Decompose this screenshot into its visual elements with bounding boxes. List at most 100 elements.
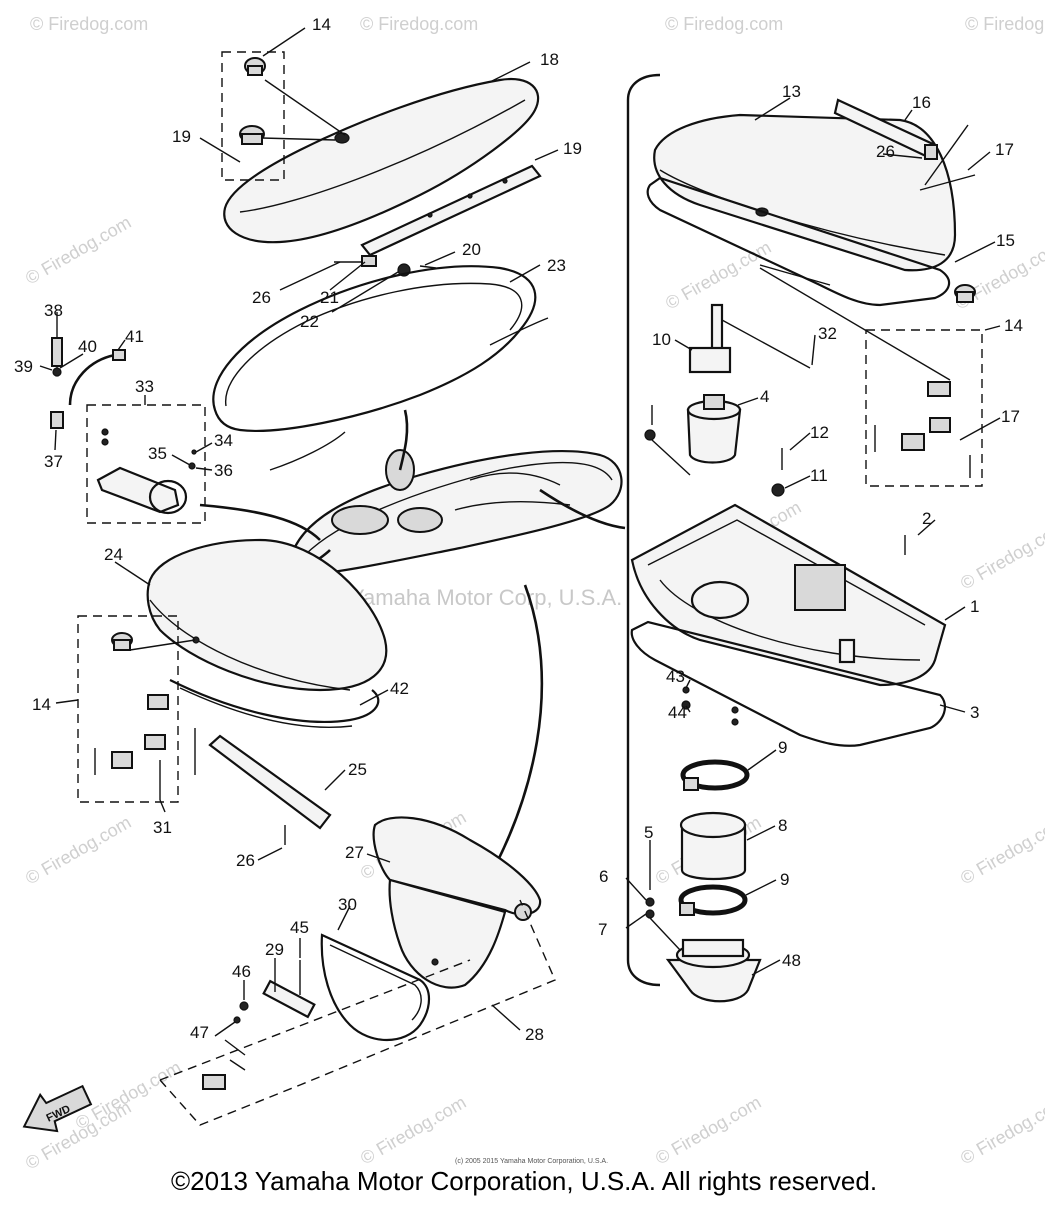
washer-46 bbox=[239, 1001, 249, 1011]
callout-label: 38 bbox=[44, 301, 63, 320]
glovebox-27 bbox=[388, 878, 507, 989]
assembly-box-14 bbox=[221, 51, 285, 181]
callout-label: 35 bbox=[148, 444, 167, 463]
cable bbox=[398, 409, 409, 471]
washer-6 bbox=[645, 897, 655, 907]
vent-hose-41 bbox=[50, 325, 126, 429]
cable bbox=[539, 488, 626, 530]
callout-label: 14 bbox=[312, 15, 331, 34]
watermark: © Firedog.com bbox=[357, 1092, 469, 1168]
boat-hull bbox=[287, 449, 623, 577]
callout-label: 28 bbox=[525, 1025, 544, 1044]
watermark: © Firedog.com bbox=[957, 517, 1045, 593]
clamp-11 bbox=[771, 483, 785, 497]
callout-label: 29 bbox=[265, 940, 284, 959]
callout-label: 48 bbox=[782, 951, 801, 970]
callout-label: 6 bbox=[599, 867, 608, 886]
seal-30 bbox=[320, 933, 431, 1042]
hinge-nut-21 bbox=[361, 255, 377, 267]
callout-label: 7 bbox=[598, 920, 607, 939]
callout-label: 12 bbox=[810, 423, 829, 442]
nut-7 bbox=[645, 909, 655, 919]
callout-label: 17 bbox=[995, 140, 1014, 159]
group-bracket bbox=[626, 73, 661, 987]
watermark: © Firedog.com bbox=[30, 14, 148, 34]
callout-label: 14 bbox=[32, 695, 51, 714]
assembly-box-14 bbox=[865, 329, 983, 487]
callout-label: 32 bbox=[818, 324, 837, 343]
callout-label: 11 bbox=[810, 466, 828, 485]
watermark: © Firedog.com bbox=[965, 14, 1045, 34]
callout-label: 40 bbox=[78, 337, 97, 356]
callout-label: 21 bbox=[320, 288, 339, 307]
callout-label: 46 bbox=[232, 962, 251, 981]
callout-label: 16 bbox=[912, 93, 931, 112]
nut-47 bbox=[233, 1016, 241, 1024]
callout-label: 3 bbox=[970, 703, 979, 722]
copyright-notice: ©2013 Yamaha Motor Corporation, U.S.A. A… bbox=[171, 1166, 877, 1196]
callout-label: 24 bbox=[104, 545, 123, 564]
fitting-48 bbox=[665, 938, 762, 1003]
callout-label: 42 bbox=[390, 679, 409, 698]
callout-layer: 14 18 19 19 20 26 21 22 23 38 40 41 39 3… bbox=[14, 15, 1023, 1044]
callout-label: 44 bbox=[668, 703, 687, 722]
callout-label: 27 bbox=[345, 843, 364, 862]
grommet-19 bbox=[239, 125, 265, 145]
watermark: © Firedog.com bbox=[652, 1092, 764, 1168]
small-notice: (c) 2005 2015 Yamaha Motor Corporation, … bbox=[455, 1158, 608, 1165]
post-10 bbox=[688, 303, 811, 374]
callout-label: 45 bbox=[290, 918, 309, 937]
glovebox-lid-27 bbox=[372, 816, 542, 916]
hose-clamp-9 bbox=[678, 884, 748, 916]
latch-part bbox=[929, 417, 951, 433]
hose-sleeve-8 bbox=[679, 811, 747, 881]
latch-part bbox=[147, 694, 169, 710]
callout-label: 10 bbox=[652, 330, 671, 349]
callout-label: 22 bbox=[300, 312, 319, 331]
callout-label: 30 bbox=[338, 895, 357, 914]
callout-label: 15 bbox=[996, 231, 1015, 250]
callout-label: 43 bbox=[666, 667, 685, 686]
watermark: © Firedog.com bbox=[22, 212, 134, 288]
callout-label: 18 bbox=[540, 50, 559, 69]
seal-42 bbox=[169, 679, 380, 723]
watermark: © Firedog.com bbox=[360, 14, 478, 34]
assembly-box-28 bbox=[159, 899, 556, 1126]
watermark: © Firedog.com bbox=[665, 14, 783, 34]
callout-label: 31 bbox=[153, 818, 172, 837]
callout-label: 25 bbox=[348, 760, 367, 779]
callout-label: 2 bbox=[922, 509, 931, 528]
watermark: © Firedog.com bbox=[22, 812, 134, 888]
gasket-15 bbox=[646, 176, 951, 307]
cap-4 bbox=[686, 394, 742, 464]
hatch-cover-18 bbox=[223, 77, 540, 244]
watermark: © Firedog.com bbox=[957, 812, 1045, 888]
callout-label: 26 bbox=[876, 142, 895, 161]
callout-label: 9 bbox=[780, 870, 789, 889]
knob bbox=[514, 903, 532, 921]
callout-label: 26 bbox=[252, 288, 271, 307]
callout-label: 19 bbox=[172, 127, 191, 146]
clip bbox=[644, 429, 656, 441]
callout-label: 17 bbox=[1001, 407, 1020, 426]
grommet-14 bbox=[244, 57, 266, 76]
callout-label: 39 bbox=[14, 357, 33, 376]
callout-label: 47 bbox=[190, 1023, 209, 1042]
hose-clamp-9 bbox=[680, 759, 750, 791]
seal-23 bbox=[212, 265, 549, 471]
grommet-15 bbox=[954, 284, 976, 303]
storage-box-1 bbox=[630, 503, 947, 687]
latch-part bbox=[901, 433, 925, 451]
callout-label: 14 bbox=[1004, 316, 1023, 335]
bracket-33 bbox=[96, 428, 197, 515]
callout-label: 9 bbox=[778, 738, 787, 757]
cable bbox=[199, 503, 321, 541]
assembly-box-28 bbox=[159, 959, 471, 1081]
callout-label: 36 bbox=[214, 461, 233, 480]
callout-label: 13 bbox=[782, 82, 801, 101]
hatch-cover-24 bbox=[146, 538, 388, 692]
callout-label: 20 bbox=[462, 240, 481, 259]
hinge-25 bbox=[208, 734, 332, 830]
callout-label: 5 bbox=[644, 823, 653, 842]
